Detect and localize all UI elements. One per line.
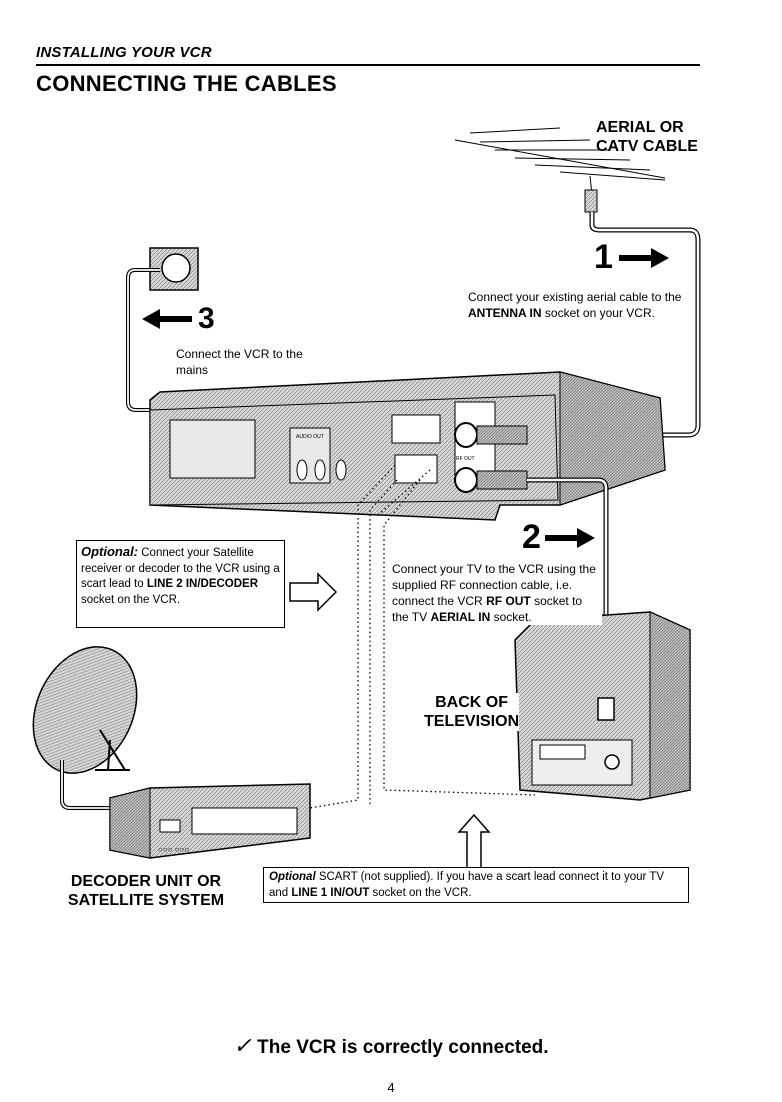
optional-satellite-box: Optional: Connect your Satellite receive…: [76, 540, 285, 628]
arrow-right-icon: [544, 527, 595, 548]
hollow-arrow-right-icon: [289, 572, 338, 612]
page-title: CONNECTING THE CABLES: [36, 71, 337, 96]
decoder-buttons: ○○○ ○○○: [158, 845, 189, 854]
step1-text: Connect your existing aerial cable to th…: [468, 289, 690, 321]
connection-confirmation: ✓ The VCR is correctly connected.: [0, 1033, 782, 1059]
step3-text: Connect the VCR to the mains: [176, 347, 303, 377]
confirmation-text: The VCR is correctly connected.: [257, 1037, 549, 1058]
step1-marker: 1: [594, 238, 671, 277]
optional-satellite-text-bold: LINE 2 IN/DECODER: [146, 578, 259, 590]
aerial-label-line1: AERIAL OR: [596, 119, 684, 136]
step2-text-mid: socket to the TV: [392, 594, 583, 624]
step1-text-pre: Connect your existing aerial cable to th…: [468, 290, 682, 304]
step2-text: Connect your TV to the VCR using the sup…: [392, 561, 602, 625]
tv-label-line2: TELEVISION: [424, 713, 520, 730]
decoder-illustration: ○○○ ○○○: [109, 783, 311, 859]
optional-scart-text-post: socket on the VCR.: [369, 887, 472, 899]
audio-out-label: AUDIO OUT: [296, 434, 324, 440]
step2-text-bold2: AERIAL IN: [430, 610, 491, 624]
step2-text-pre: Connect your TV to the VCR using the sup…: [392, 562, 596, 608]
step3-marker: 3: [140, 302, 215, 336]
aerial-antenna: [454, 127, 666, 213]
optional-scart-lead: Optional: [269, 871, 316, 883]
step2-text-post: socket.: [490, 610, 532, 624]
section-heading: INSTALLING YOUR VCR: [36, 44, 212, 61]
decoder-label-line1: DECODER UNIT OR: [70, 873, 222, 890]
step1-text-bold: ANTENNA IN: [468, 306, 542, 320]
header-rule: [36, 64, 700, 66]
step2-marker: 2: [522, 518, 599, 557]
satellite-dish-illustration: [32, 646, 138, 774]
arrow-right-icon: [618, 247, 669, 268]
decoder-label: DECODER UNIT OR SATELLITE SYSTEM: [56, 872, 236, 910]
aerial-label: AERIAL OR CATV CABLE: [596, 118, 698, 156]
decoder-label-line2: SATELLITE SYSTEM: [67, 892, 225, 909]
optional-scart-text-bold: LINE 1 IN/OUT: [291, 887, 370, 899]
rf-out-label: RF OUT: [456, 456, 475, 462]
optional-satellite-text-post: socket on the VCR.: [81, 593, 181, 606]
optional-scart-box: Optional SCART (not supplied). If you ha…: [263, 867, 689, 903]
optional-satellite-text-pre: Connect your Satellite receiver or decod…: [81, 547, 280, 590]
step1-text-post: socket on your VCR.: [541, 306, 655, 320]
television-illustration: [514, 611, 691, 801]
mains-cable: [126, 268, 185, 412]
tv-label: BACK OF TELEVISION: [424, 693, 520, 731]
tv-label-line1: BACK OF: [435, 694, 508, 711]
page-number: 4: [387, 1080, 395, 1095]
step2-number: 2: [522, 518, 541, 556]
scart-dotted-lines: [309, 464, 536, 809]
check-icon: ✓: [233, 1033, 252, 1058]
vcr-illustration: AUDIO OUT RF OUT: [149, 371, 666, 521]
optional-satellite-lead: Optional:: [81, 544, 139, 559]
arrow-left-icon: [142, 309, 192, 329]
step3-number: 3: [198, 302, 215, 335]
optional-scart-text-pre: SCART (not supplied). If you have a scar…: [269, 871, 665, 899]
step2-text-bold1: RF OUT: [486, 594, 531, 608]
hollow-arrow-up-icon: [457, 813, 491, 869]
step1-number: 1: [594, 238, 613, 276]
aerial-label-line2: CATV CABLE: [596, 138, 698, 155]
